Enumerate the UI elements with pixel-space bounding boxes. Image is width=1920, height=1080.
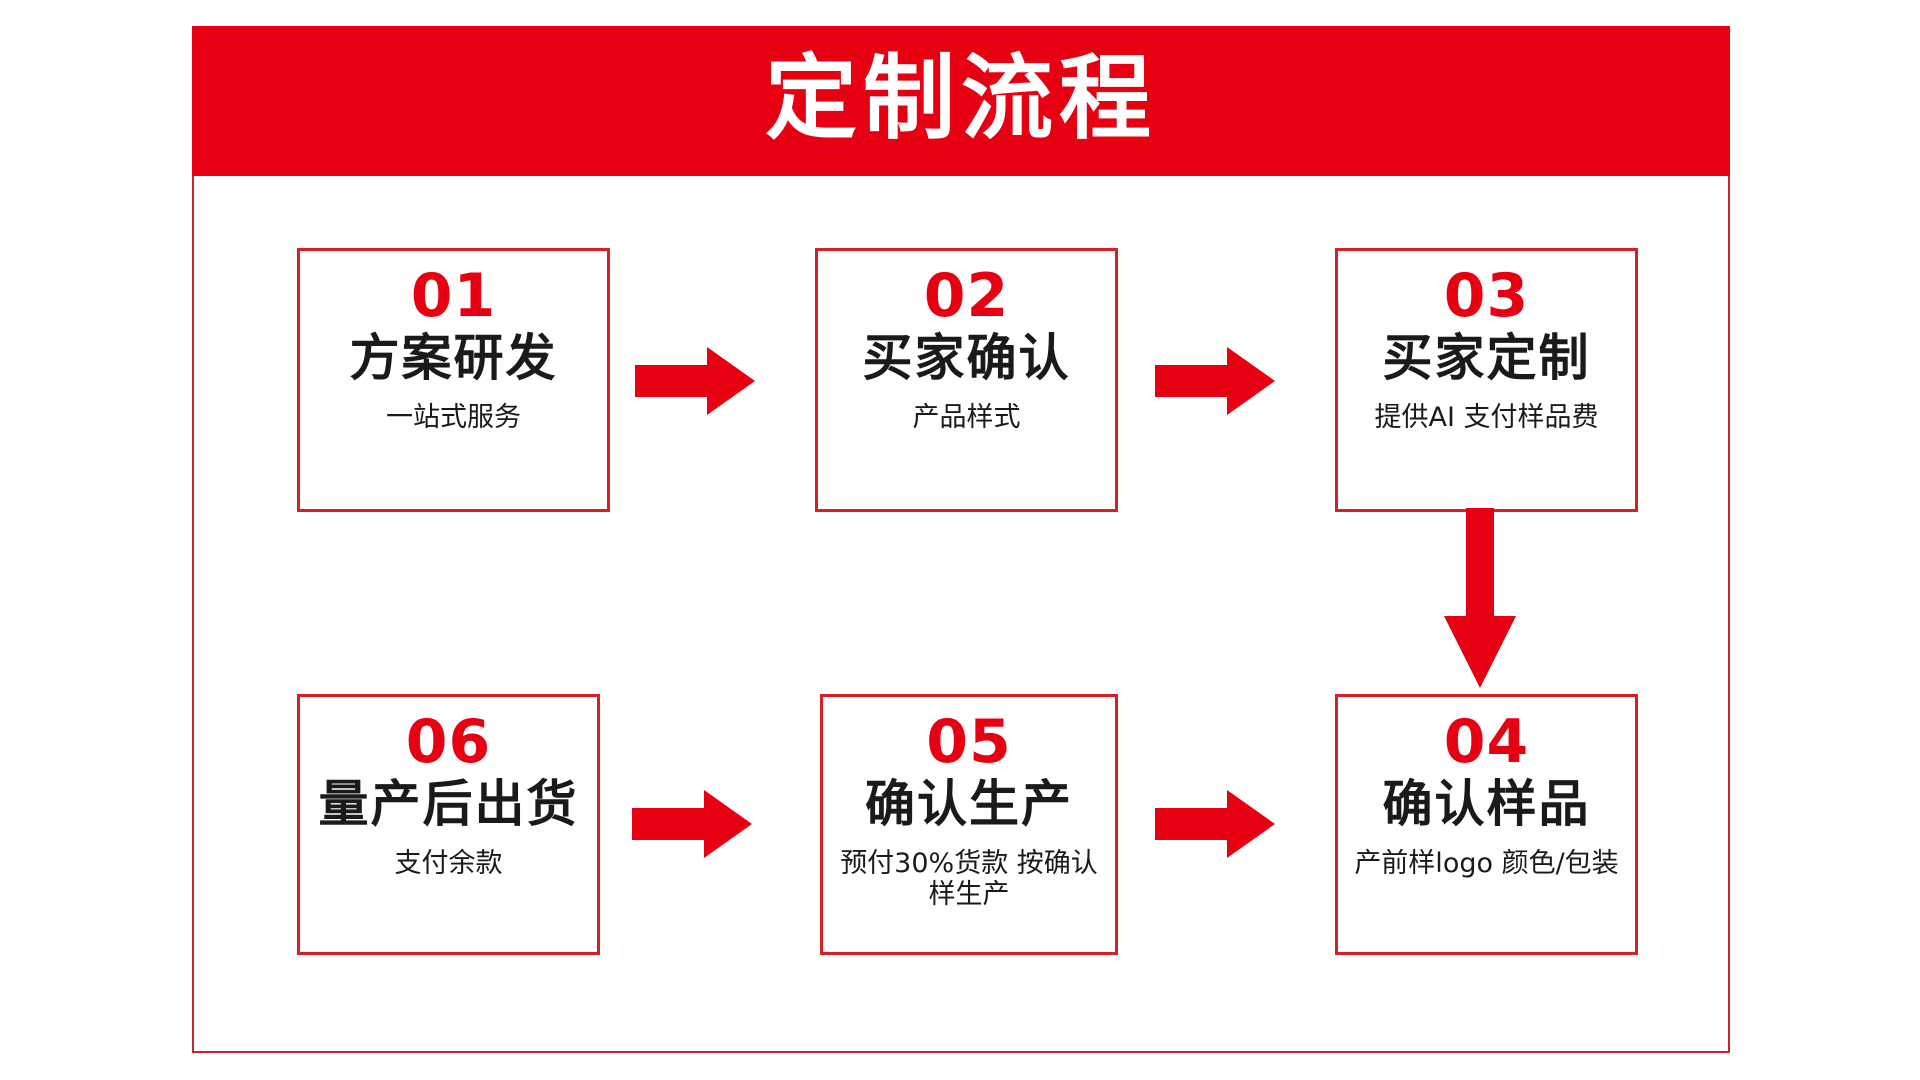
arrow-right-icon: [1155, 788, 1275, 860]
arrow-right-icon: [632, 788, 752, 860]
arrow-right-icon: [1155, 345, 1275, 417]
step-card-03: 03 买家定制 提供AI 支付样品费: [1335, 248, 1638, 512]
step-number-03: 03: [1443, 261, 1530, 331]
header-banner: 定制流程: [192, 26, 1730, 176]
step-subtitle-03: 提供AI 支付样品费: [1374, 401, 1599, 433]
step-subtitle-05: 预付30%货款 按确认样生产: [840, 847, 1098, 910]
step-title-02: 买家确认: [862, 329, 1071, 387]
step-title-04: 确认样品: [1382, 775, 1591, 833]
arrow-down-icon: [1442, 508, 1518, 688]
step-title-03: 买家定制: [1382, 329, 1591, 387]
step-card-06: 06 量产后出货 支付余款: [297, 694, 600, 955]
step-card-02: 02 买家确认 产品样式: [815, 248, 1118, 512]
step-number-01: 01: [410, 261, 497, 331]
step-card-05: 05 确认生产 预付30%货款 按确认样生产: [820, 694, 1118, 955]
step-number-02: 02: [923, 261, 1010, 331]
step-subtitle-06: 支付余款: [394, 847, 503, 879]
step-number-06: 06: [405, 707, 492, 777]
step-card-04: 04 确认样品 产前样logo 颜色/包装: [1335, 694, 1638, 955]
step-card-01: 01 方案研发 一站式服务: [297, 248, 610, 512]
step-subtitle-02: 产品样式: [912, 401, 1021, 433]
step-title-05: 确认生产: [865, 775, 1073, 833]
step-number-04: 04: [1443, 707, 1530, 777]
arrow-right-icon: [635, 345, 755, 417]
step-subtitle-04: 产前样logo 颜色/包装: [1354, 847, 1619, 879]
step-number-05: 05: [926, 707, 1012, 777]
step-title-06: 量产后出货: [318, 775, 579, 833]
page-title: 定制流程: [764, 45, 1157, 152]
step-title-01: 方案研发: [349, 329, 558, 387]
step-subtitle-01: 一站式服务: [386, 401, 521, 433]
